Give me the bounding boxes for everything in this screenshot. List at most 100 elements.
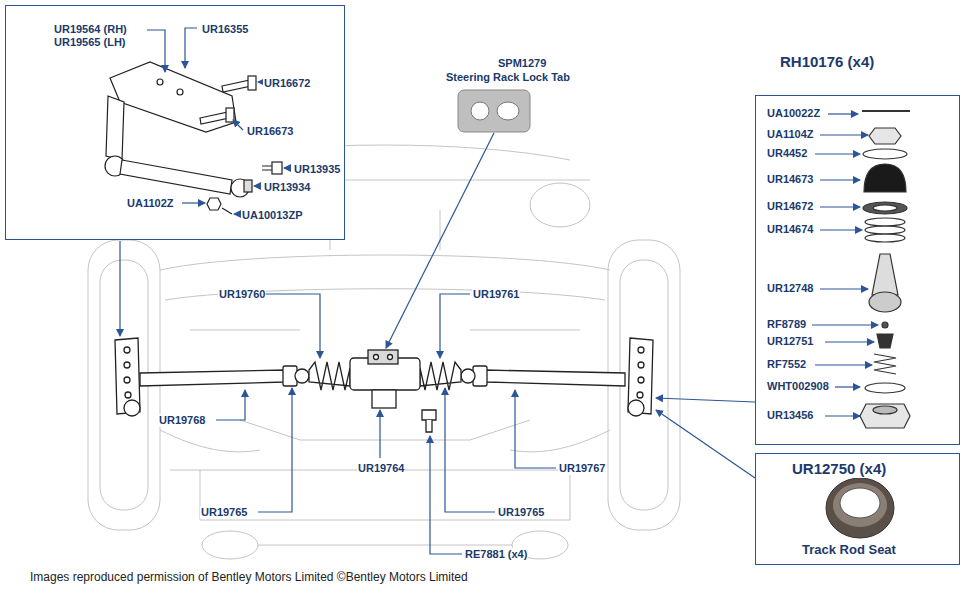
- chassis-outline-shape: [258, 545, 512, 546]
- callout-number: RE7881 (x4): [464, 548, 528, 561]
- leader-lines-shape: [182, 202, 205, 203]
- part-number: UA1104Z: [766, 128, 814, 141]
- inset-steering-arm-shape: [226, 108, 234, 122]
- chassis-outline-shape: [330, 210, 440, 250]
- leader-lines-shape: [234, 213, 238, 214]
- leader-lines-shape: [258, 81, 260, 82]
- part-number: UR14672: [766, 200, 814, 213]
- chassis-outline-shape: [240, 420, 530, 440]
- leader-lines-shape: [825, 341, 874, 342]
- callout-number: UR19760: [218, 288, 266, 301]
- inset-panel: UR19564 (RH) UR19565 (LH) UR16355UR16672U…: [5, 5, 345, 240]
- chassis-outline-shape: [160, 430, 610, 452]
- ball-joint-parts-shape: [865, 218, 905, 226]
- steering-rack-shape: [638, 377, 644, 383]
- ball-joint-parts-shape: [863, 202, 907, 214]
- inset-steering-arm-shape: [106, 96, 124, 160]
- steering-rack-shape: [422, 410, 436, 420]
- callout-number: UR19765: [200, 506, 248, 519]
- ball-joint-parts-shape: [863, 149, 907, 159]
- chassis-outline-shape: [202, 531, 258, 559]
- steering-rack-shape: [295, 369, 309, 383]
- part-number: UR14674: [766, 223, 814, 236]
- ball-joint-parts: [860, 111, 910, 428]
- part-number: UR13456: [766, 409, 814, 422]
- steering-rack-shape: [125, 392, 131, 398]
- leader-lines-shape: [265, 294, 320, 358]
- callout-number: UR19761: [472, 288, 520, 301]
- steering-rack-shape: [628, 400, 644, 416]
- chassis-outline-shape: [530, 183, 590, 227]
- part-number: RF7552: [766, 358, 807, 371]
- leader-lines-shape: [386, 133, 494, 348]
- part-number: UA1102Z: [126, 197, 174, 210]
- part-number: UR13935: [293, 163, 341, 176]
- part-name: Track Rod Seat: [801, 542, 897, 558]
- steering-rack-shape: [388, 355, 393, 360]
- inset-steering-arm-shape: [120, 160, 232, 194]
- leader-lines-shape: [445, 388, 495, 512]
- chassis-outline-shape: [190, 330, 580, 331]
- lock-tab-picture-shape: [458, 90, 530, 132]
- inset-steering-arm-shape: [248, 76, 256, 90]
- ball-joint-parts-shape: [860, 404, 910, 428]
- part-number: UR12751: [766, 335, 814, 348]
- ball-joint-parts-shape: [869, 128, 901, 144]
- leader-lines-shape: [284, 167, 290, 168]
- leader-lines-shape: [656, 398, 755, 402]
- inset-steering-arm-shape: [262, 166, 272, 170]
- inset-steering-arm-shape: [222, 80, 251, 92]
- steering-rack-shape: [374, 355, 379, 360]
- ball-joint-parts-shape: [865, 226, 905, 234]
- ball-joint-parts-shape: [873, 205, 897, 211]
- leader-lines-shape: [820, 288, 868, 289]
- leader-lines-shape: [254, 185, 260, 186]
- part-number: UR12748: [766, 282, 814, 295]
- part-number: UR16672: [263, 77, 311, 90]
- callout-number: SPM1279: [497, 57, 547, 70]
- kit-heading: RH10176 (x4): [779, 53, 875, 71]
- ball-joint-parts-shape: [877, 334, 893, 348]
- part-number: RF8789: [766, 318, 807, 331]
- steering-rack-shape: [372, 390, 396, 408]
- leader-lines-shape: [820, 229, 862, 230]
- inset-steering-arm-shape: [157, 79, 163, 85]
- part-number: UR16355: [201, 23, 249, 36]
- leader-lines-shape: [820, 206, 860, 207]
- steering-rack-shape: [124, 347, 130, 353]
- track-rod-seat-panel: UR12750 (x4) Track Rod Seat: [755, 453, 960, 565]
- leader-lines-shape: [216, 390, 245, 420]
- steering-rack-shape: [426, 420, 432, 432]
- track-rod-seat-picture-shape: [826, 478, 894, 538]
- chassis-outline-shape: [620, 260, 668, 510]
- steering-rack-shape: [124, 400, 140, 416]
- part-number: UR4452: [766, 147, 808, 160]
- track-rod-seat-picture-shape: [833, 483, 887, 527]
- leader-lines-shape: [812, 324, 878, 325]
- kit-heading: UR12750 (x4): [791, 460, 887, 478]
- part-number: UA10022Z: [766, 107, 821, 120]
- leader-lines-shape: [440, 294, 470, 358]
- part-number: UR19564 (RH) UR19565 (LH): [53, 23, 147, 49]
- leader-lines-shape: [656, 410, 755, 478]
- ball-joint-parts-shape: [865, 234, 905, 242]
- part-number: UR13934: [263, 181, 311, 194]
- callout-number: UR19768: [158, 414, 206, 427]
- inset-steering-arm-shape: [110, 62, 236, 132]
- part-number: WHT002908: [766, 380, 830, 393]
- steering-rack-shape: [461, 369, 475, 383]
- ball-joint-parts-shape: [864, 164, 906, 192]
- steering-rack-shape: [124, 362, 130, 368]
- copyright-caption: Images reproduced permission of Bentley …: [30, 570, 468, 584]
- steering-rack: [115, 338, 653, 432]
- inset-steering-arm-shape: [177, 89, 183, 95]
- steering-rack-shape: [638, 362, 644, 368]
- track-rod-seat-picture-shape: [840, 488, 880, 518]
- leader-lines-shape: [258, 388, 292, 512]
- part-name: Steering Rack Lock Tab: [445, 71, 571, 84]
- callout-number: UR19765: [497, 506, 545, 519]
- ball-joint-parts-shape: [873, 406, 897, 414]
- chassis-outline-shape: [160, 255, 610, 270]
- ball-joint-kit-panel: RH10176 (x4)UA10022ZUA1104ZUR4452UR14673…: [755, 95, 960, 445]
